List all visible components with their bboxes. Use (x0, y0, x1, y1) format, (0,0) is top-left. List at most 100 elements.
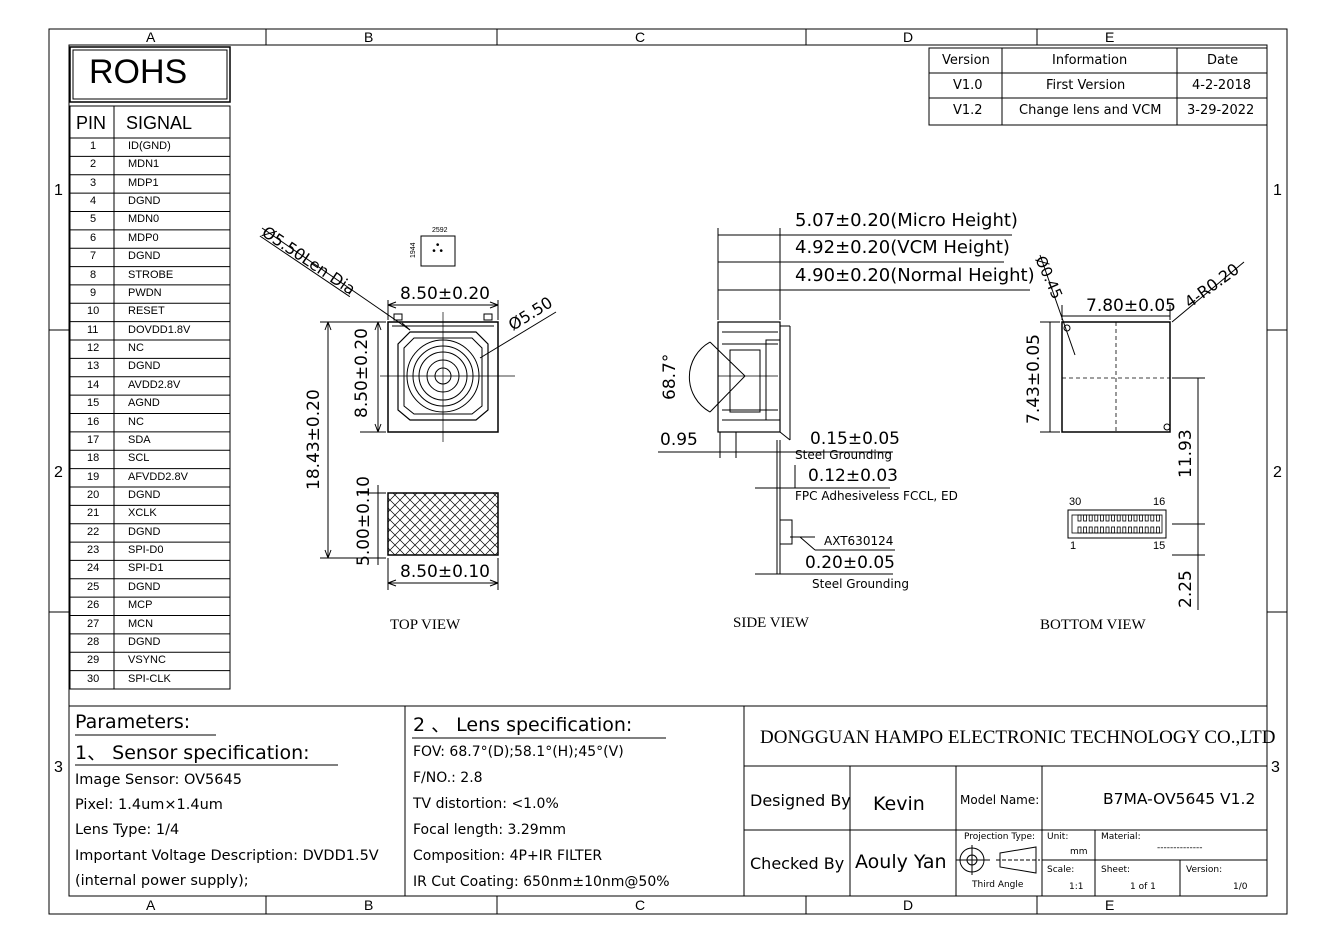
pin-number: 8 (90, 268, 97, 281)
pin-number: 9 (90, 286, 97, 299)
pin-signal: STROBE (128, 268, 174, 281)
outer-frame (48, 28, 1288, 915)
steel-grounding-1-dim: 0.15±0.05 (810, 429, 900, 449)
steel-grounding-2-label: Steel Grounding (812, 577, 909, 591)
connector-pad (1156, 526, 1160, 534)
pin-signal: PWDN (128, 286, 162, 299)
pin-signal: SDA (128, 433, 151, 446)
pin-number: 7 (90, 250, 97, 263)
sensor-spec-line-2: Pixel: 1.4um×1.4um (75, 797, 223, 813)
normal-height-dim: 4.90±0.20(Normal Height) (795, 265, 1035, 286)
lens-spec-line-6: IR Cut Coating: 650nm±10nm@50% (413, 874, 670, 890)
signal-header: SIGNAL (126, 113, 193, 133)
designed-by-value: Kevin (873, 793, 925, 815)
scale-value: 1:1 (1069, 882, 1084, 892)
steel-grounding-2-dim: 0.20±0.05 (805, 553, 895, 573)
row-number-2-left: 2 (54, 464, 63, 481)
lens-spec-line-3: TV distortion: <1.0% (413, 796, 559, 812)
pin-number: 20 (87, 488, 100, 501)
sensor-orientation-icon: ⛬ (432, 239, 444, 256)
connector-pad (1144, 514, 1149, 522)
vcm-height-dim: 4.92±0.20(VCM Height) (795, 237, 1010, 258)
connector-pad (1139, 526, 1143, 534)
lens-spec-line-1: FOV: 68.7°(D);58.1°(H);45°(V) (413, 744, 624, 760)
bottom-view-caption: BOTTOM VIEW (1040, 617, 1146, 633)
col-letter-d-top: D (903, 29, 914, 45)
col-letter-c-bottom: C (635, 897, 646, 913)
pin-number: 10 (87, 305, 100, 318)
pin-signal: MDP1 (128, 176, 159, 189)
connector-pad (1083, 514, 1087, 522)
steel-grounding-1-label: Steel Grounding (795, 448, 892, 462)
connector-pad (1150, 526, 1155, 534)
col-letter-b-bottom: B (364, 897, 374, 913)
pin-signal: MCP (128, 599, 153, 612)
pin-signal: VSYNC (128, 654, 166, 667)
pin-signal: AGND (128, 397, 160, 410)
fpc-material-label: FPC Adhesiveless FCCL, ED (795, 489, 958, 503)
sheet-label: Sheet: (1101, 865, 1131, 875)
pin-number: 1 (90, 140, 97, 152)
sensor-spec-line-1: Image Sensor: OV5645 (75, 772, 242, 788)
pin-number: 12 (87, 342, 100, 355)
rev-row-1-info: First Version (1046, 78, 1126, 93)
lens-offset-dim: 0.95 (660, 430, 698, 450)
fov-angle-dim: 68.7° (660, 353, 680, 400)
pin-number: 14 (87, 378, 100, 391)
connector-pad (1105, 514, 1110, 522)
col-letter-a-bottom: A (146, 897, 156, 913)
connector-pin-30: 30 (1069, 496, 1082, 508)
connector-pad (1100, 514, 1104, 522)
connector-label: AXT630124 (824, 534, 894, 548)
pin-signal: MCN (128, 617, 154, 630)
connector-pad (1122, 514, 1127, 522)
pin-number: 27 (87, 617, 100, 630)
rev-row-1-date: 4-2-2018 (1192, 78, 1252, 93)
version-label: Version: (1186, 865, 1223, 875)
pin-number: 26 (87, 599, 100, 612)
pin-number: 6 (90, 231, 97, 244)
pin-number: 5 (90, 213, 97, 226)
pin-number: 24 (87, 562, 100, 575)
pin-signal: DGND (128, 195, 161, 208)
micro-height-dim: 5.07±0.20(Micro Height) (795, 210, 1018, 231)
connector-pad (1088, 526, 1093, 534)
unit-value: mm (1070, 847, 1088, 857)
connector-pad (1128, 526, 1132, 534)
pin-signal: DGND (128, 580, 161, 593)
company-name: DONGGUAN HAMPO ELECTRONIC TECHNOLOGY CO.… (760, 727, 1276, 748)
connector-offset-dim: 11.93 (1176, 429, 1196, 478)
connector-pad (1122, 526, 1127, 534)
col-letter-b-top: B (364, 29, 374, 45)
pin-number: 28 (87, 635, 100, 648)
pin-number: 21 (87, 507, 100, 520)
connector-pad (1116, 526, 1121, 534)
pin-signal: SPI-D0 (128, 544, 164, 557)
pin-number: 3 (90, 176, 97, 189)
row-number-2-right: 2 (1273, 464, 1282, 481)
pin-number: 25 (87, 580, 100, 593)
projection-type-label: Projection Type: (964, 832, 1036, 842)
model-name-label: Model Name: (960, 793, 1040, 807)
inner-frame (68, 44, 1268, 897)
pin-signal: SCL (128, 452, 150, 465)
pin-signal: MDN0 (128, 213, 160, 226)
fpc-thickness-dim: 0.12±0.03 (808, 466, 898, 486)
pin-signal: XCLK (128, 507, 157, 520)
pin-number: 23 (87, 544, 100, 557)
top-fpc-height-dim: 5.00±0.10 (354, 476, 374, 566)
connector-pad (1094, 526, 1099, 534)
pin-signal: SPI-D1 (128, 562, 164, 575)
pin-number: 15 (87, 397, 100, 410)
pin-number: 2 (90, 158, 97, 171)
pin-signal: DGND (128, 525, 161, 538)
connector-pad (1128, 514, 1132, 522)
connector-pad (1105, 526, 1110, 534)
pin-number: 18 (87, 452, 100, 465)
scale-label: Scale: (1047, 865, 1075, 875)
pin-number: 4 (90, 195, 97, 208)
pin-number: 19 (87, 470, 100, 483)
connector-pin-16: 16 (1153, 496, 1166, 508)
pin-signal: DGND (128, 360, 161, 373)
